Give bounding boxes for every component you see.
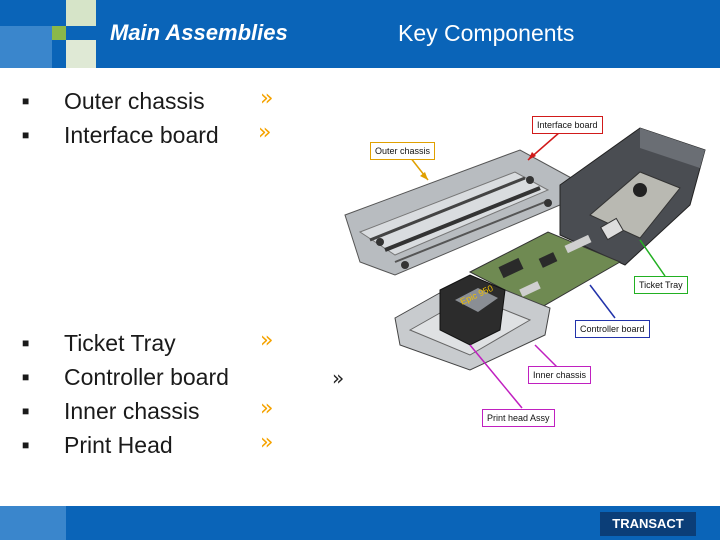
callout-ticket-tray: Ticket Tray [634, 276, 688, 294]
header-deco-square-green [52, 26, 66, 40]
link-arrow[interactable]: » [260, 328, 274, 353]
header-deco-square-pale [0, 26, 52, 68]
bullet-icon: ■ [22, 336, 30, 350]
bullet-label: Controller board [64, 364, 229, 390]
controller-board-pointer [589, 284, 616, 319]
controller-board-link-arrow[interactable]: » [332, 366, 345, 390]
inner-chassis-pointer [534, 344, 559, 369]
section-title: Key Components [398, 20, 575, 46]
page-title: Main Assemblies [110, 20, 288, 45]
ticket-tray-pointer [639, 239, 666, 277]
print-head-pointer [469, 344, 523, 409]
bullet-label: Inner chassis [64, 398, 200, 424]
link-arrow[interactable]: » [260, 86, 274, 111]
header-deco-square-light [66, 0, 96, 26]
bullet-label: Outer chassis [64, 88, 205, 114]
bullet-icon: ■ [22, 94, 30, 108]
header-bar [0, 0, 720, 68]
bullet-icon: ■ [22, 438, 30, 452]
interface-board-pointer-arrowhead [528, 152, 536, 160]
print-head-illustration: Epic 950 [439, 274, 506, 346]
outer-chassis-illustration [344, 149, 576, 276]
link-arrow[interactable]: » [260, 430, 274, 455]
link-arrow[interactable]: » [260, 396, 274, 421]
bullet-icon: ■ [22, 370, 30, 384]
callout-controller-board: Controller board [575, 320, 650, 338]
header-deco-square-light2 [66, 40, 96, 68]
bullet-icon: ■ [22, 404, 30, 418]
callout-print-head: Print head Assy [482, 409, 555, 427]
bullet-label: Ticket Tray [64, 330, 176, 356]
brand-logo: TRANSACT [600, 512, 696, 536]
callout-inner-chassis: Inner chassis [528, 366, 592, 384]
footer-deco-square [0, 506, 66, 540]
callout-interface-board: Interface board [532, 116, 603, 134]
callout-outer-chassis: Outer chassis [370, 142, 436, 160]
link-arrow[interactable]: » [258, 120, 272, 145]
bullet-label: Print Head [64, 432, 173, 458]
bullet-label: Interface board [64, 122, 219, 148]
outer-chassis-pointer-arrowhead [420, 172, 428, 180]
ticket-tray-illustration [559, 127, 706, 266]
bullet-icon: ■ [22, 128, 30, 142]
